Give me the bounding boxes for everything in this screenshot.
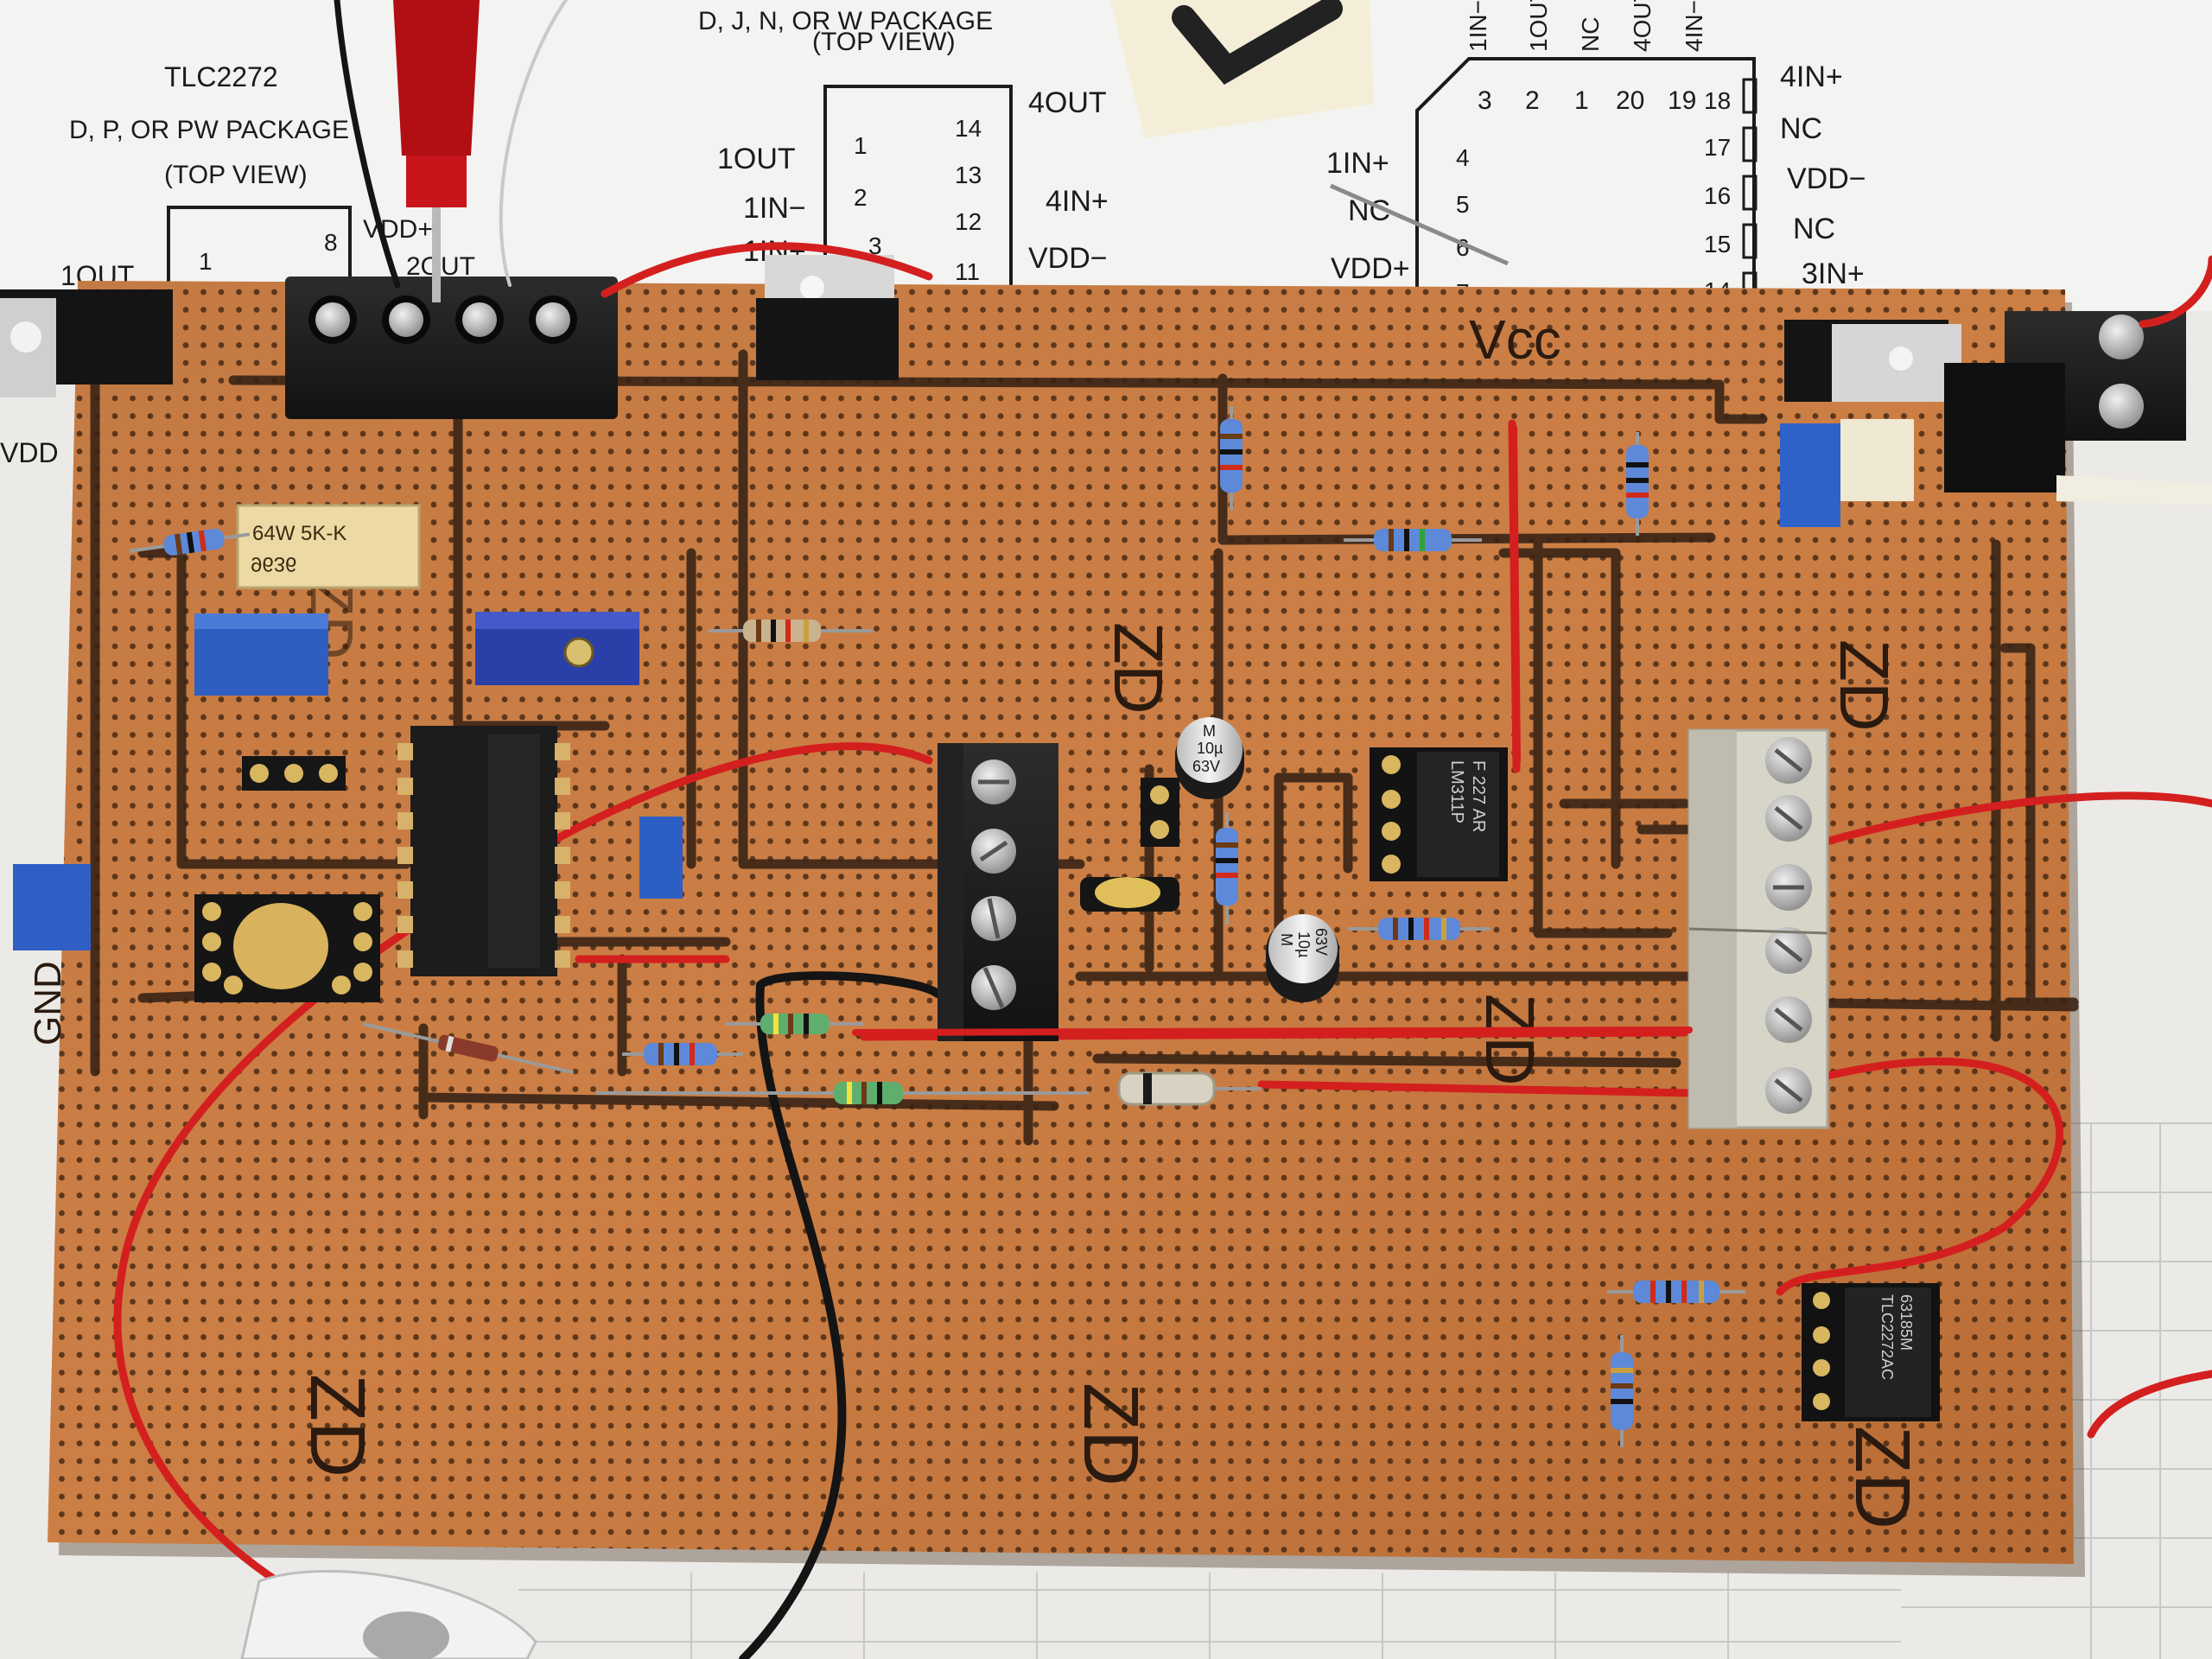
zd-label: ZD [1100, 622, 1177, 715]
alligator-clip [240, 1569, 537, 1659]
top-pin-number: 2 [1525, 86, 1540, 115]
right-pin-number: 18 [1704, 87, 1731, 114]
chip-marking: 63185M [1897, 1294, 1915, 1351]
top-pin-label: 1IN− [1465, 0, 1491, 52]
zd-label: ZD [1839, 1426, 1925, 1529]
package-line: D, P, OR PW PACKAGE [69, 116, 349, 144]
trimmer-pot-5k: 64W 5K-K 9636 [236, 504, 421, 589]
cap-value: 10µ [1295, 931, 1313, 957]
paper-top [0, 0, 2212, 311]
pin-label: 4IN+ [1046, 185, 1109, 218]
pin-label: 2OUT [406, 252, 475, 281]
view-line: (TOP VIEW) [812, 28, 956, 56]
view-line: (TOP VIEW) [164, 161, 308, 189]
datasheet-center: D, J, N, OR W PACKAGE (TOP VIEW) 1OUT 1 … [698, 7, 1109, 296]
pin-header-small [1141, 778, 1179, 847]
board-holes [48, 281, 2074, 1564]
right-pin-label: NC [1780, 112, 1822, 145]
top-pin-number: 3 [1478, 86, 1492, 115]
terminal-block-center [938, 743, 1058, 1041]
zd-label: ZD [1826, 639, 1903, 732]
ceramic-capacitor [1080, 877, 1179, 912]
ic-lm311: F 227 AR LM311P [1370, 747, 1508, 881]
chip-part: LM311P [1447, 760, 1466, 823]
voltage-regulator-left [0, 289, 173, 397]
pin-number: 1 [199, 248, 213, 275]
pin-number: 11 [955, 258, 980, 285]
terminal-block-top [285, 276, 618, 419]
cap-value: 10µ [1197, 740, 1223, 757]
top-pin-label: 4IN− [1681, 0, 1707, 52]
pin-number: 3 [868, 232, 882, 259]
left-pin-number: 5 [1456, 191, 1470, 218]
right-pin-label: NC [1793, 213, 1835, 245]
cap-voltage: 63V [1192, 758, 1220, 775]
top-pin-label: 4OUT [1629, 0, 1656, 52]
pin-label: VDD+ [363, 215, 433, 244]
electrolytic-capacitor: M 10µ 63V [1175, 717, 1244, 799]
right-pin-number: 15 [1704, 231, 1731, 257]
voltage-regulator-center [756, 255, 899, 380]
right-pin-label: 3IN+ [1802, 257, 1865, 290]
right-pin-label: VDD− [1787, 162, 1866, 195]
electrolytic-capacitor: M 10µ 63V [1266, 914, 1339, 1002]
chip-marking: F 227 AR [1469, 760, 1488, 832]
test-probe [393, 0, 480, 302]
top-pin-label: 1OUT [1525, 0, 1552, 52]
left-pin-number: 4 [1456, 144, 1470, 171]
right-pin-number: 17 [1704, 134, 1731, 161]
trimmer-pot-blue [475, 612, 639, 685]
resistors [129, 406, 1745, 1447]
left-pin-label: VDD+ [1331, 252, 1410, 285]
part-title: TLC2272 [164, 61, 278, 92]
pin-number: 13 [955, 162, 982, 188]
datasheet-left: TLC2272 D, P, OR PW PACKAGE (TOP VIEW) 1… [0, 61, 475, 468]
terminal-block-right [1944, 311, 2212, 505]
cap-mark: M [1278, 933, 1295, 946]
loose-lead [1329, 183, 1510, 266]
pin-label: 4OUT [1028, 86, 1107, 119]
trimmer-text: 64W 5K-K [252, 522, 346, 545]
pin-header [242, 756, 346, 791]
top-pin-number: 20 [1616, 86, 1644, 115]
top-pin-number: 1 [1574, 86, 1589, 115]
pin-number: 14 [955, 115, 982, 142]
pin-number: 12 [955, 208, 982, 235]
edge-label: VDD [0, 437, 59, 468]
pin-number: 8 [324, 229, 338, 256]
zd-label: ZD [1471, 994, 1548, 1086]
ic-tlc2272: 63185M TLC2272AC [1802, 1283, 1940, 1421]
pin-label: VDD− [1028, 242, 1108, 275]
pin-number: 1 [854, 132, 868, 159]
zd-label: ZD [1067, 1382, 1154, 1486]
right-pin-number: 16 [1704, 182, 1731, 209]
pin-number: 2 [854, 184, 868, 211]
top-pin-number: 19 [1668, 86, 1696, 115]
film-capacitor [13, 419, 1914, 950]
cap-voltage: 63V [1313, 928, 1330, 956]
pin-label: 1OUT [717, 143, 796, 175]
zd-label: ZD [294, 1374, 380, 1478]
left-pin-label: 1IN+ [1326, 147, 1389, 180]
tape-label [1110, 0, 1374, 138]
terminal-strip-white [1688, 728, 1829, 1129]
voltage-regulator-right [1784, 320, 1961, 402]
right-pin-label: 4IN+ [1780, 60, 1843, 93]
ic-quad-opamp [397, 726, 570, 976]
cap-mark: M [1203, 722, 1216, 740]
datasheet-right: 1IN− 1OUT NC 4OUT 4IN− 3 2 1 20 19 1IN+ … [1326, 0, 1866, 313]
jumper-wires [852, 424, 1693, 1036]
pin-label: 1IN− [743, 192, 806, 225]
top-pin-label: NC [1577, 17, 1604, 52]
vcc-label: Vcc [1469, 308, 1561, 371]
chip-part: TLC2272AC [1878, 1294, 1896, 1380]
gnd-label: GND [27, 961, 69, 1046]
trimmer-code: 9636 [251, 552, 296, 575]
ic-socket-with-capacitor [194, 894, 380, 1002]
package-line: D, J, N, OR W PACKAGE [698, 7, 993, 35]
